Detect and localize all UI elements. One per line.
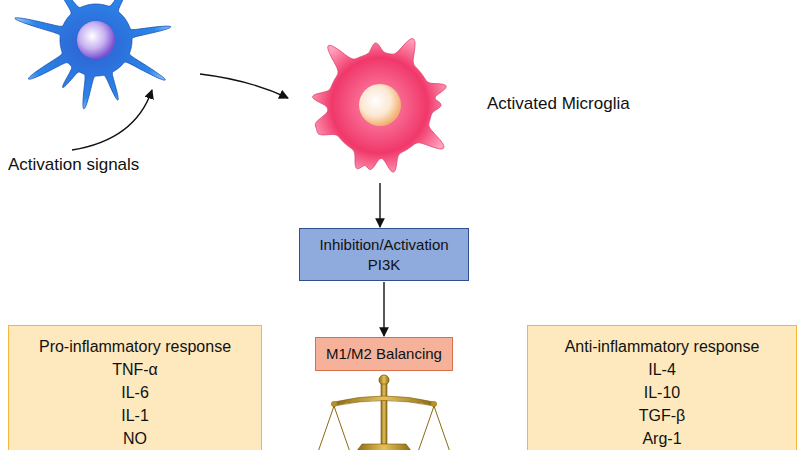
mediator-item: Arg-1 (536, 427, 788, 450)
box-title: Anti-inflammatory response (536, 335, 788, 358)
cell-outline (300, 30, 460, 182)
cell-label: Activated Microglia (487, 94, 630, 114)
response-panel: Anti-inflammatory responseIL-4IL-10TGF-β… (527, 325, 797, 450)
balance-box: M1/M2 Balancing (315, 337, 453, 371)
mediator-item: IL-4 (536, 358, 788, 381)
cell-body (313, 39, 447, 172)
mediator-item: IL-10 (536, 381, 788, 404)
signal-label: Activation signals (8, 155, 139, 175)
activated-microglia: Activated Microglia (300, 30, 460, 182)
box-title: Pro-inflammatory response (17, 335, 253, 358)
flow-arrow (379, 183, 380, 227)
cell-nucleus (77, 21, 115, 59)
resting-microglia (15, 0, 171, 109)
mediator-item: IL-1 (17, 404, 253, 427)
balance-scale (318, 375, 450, 450)
mediator-item: IL-6 (17, 381, 253, 404)
process-box: Inhibition/Activation PI3K (299, 228, 469, 281)
mediator-item: TGF-β (536, 404, 788, 427)
box-title: M1/M2 Balancing (326, 344, 442, 364)
mediator-item: NO (17, 427, 253, 450)
cell-nucleus (359, 84, 401, 126)
response-panel: Pro-inflammatory responseTNF-αIL-6IL-1NO (8, 325, 262, 450)
flow-arrow (383, 282, 384, 336)
mediator-item: TNF-α (17, 358, 253, 381)
box-title: Inhibition/Activation PI3K (310, 235, 458, 274)
signal-arrow (72, 90, 152, 150)
activation-arrow (200, 74, 288, 98)
